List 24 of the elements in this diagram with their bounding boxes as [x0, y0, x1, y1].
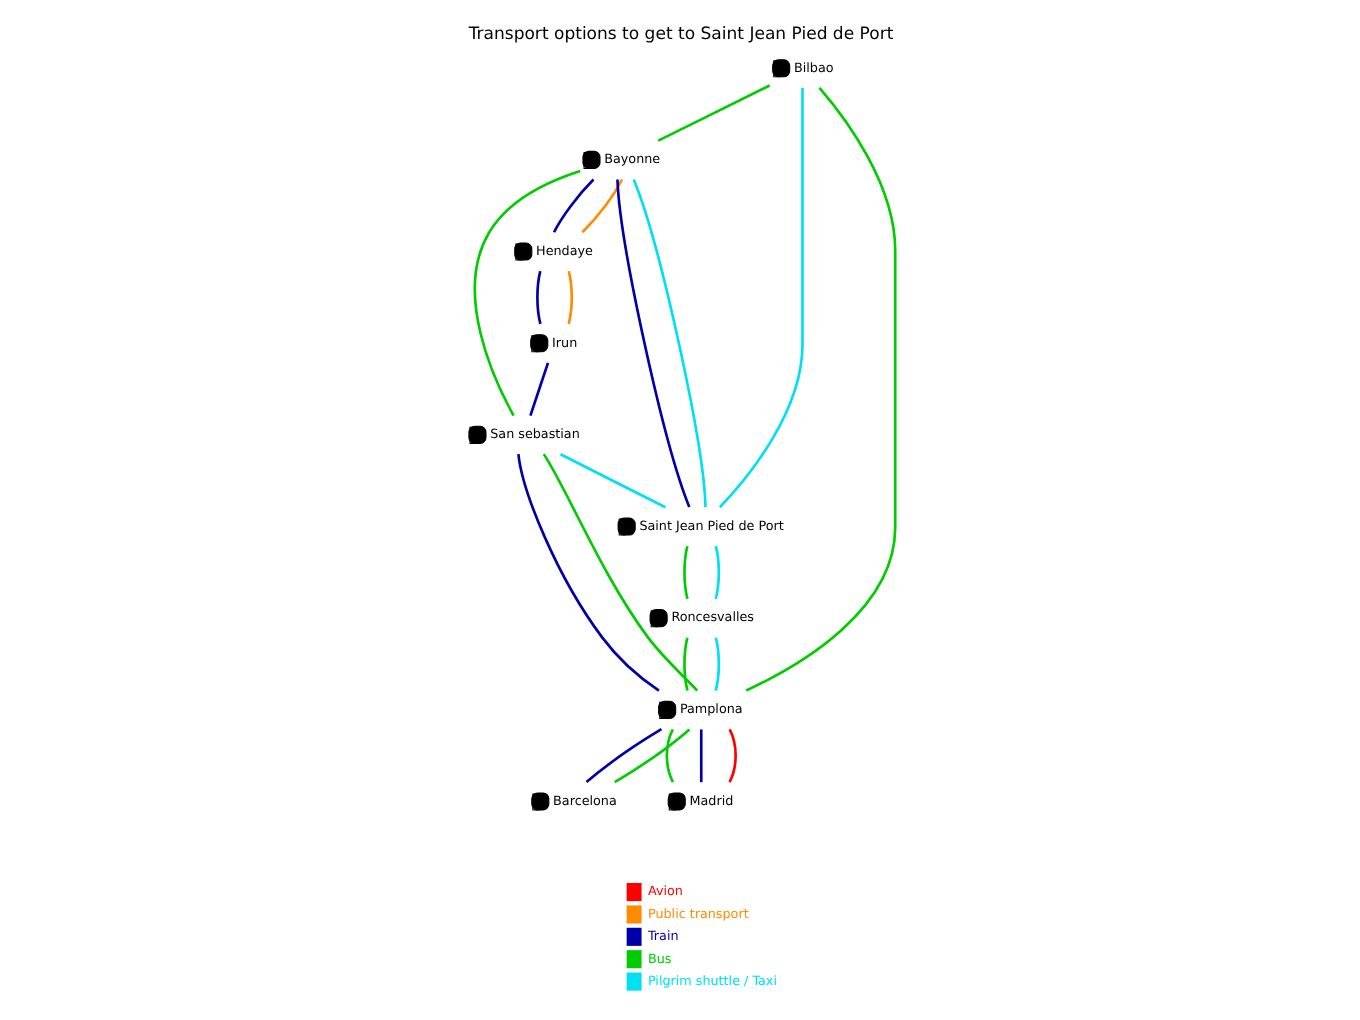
- connector: [631, 179, 706, 507]
- connector: [656, 84, 770, 142]
- connector: [615, 179, 690, 508]
- connector: [558, 453, 665, 509]
- connector: [727, 728, 736, 783]
- diagram-title: Transport options to get to Saint Jean Pied de Port: [467, 25, 893, 46]
- connector: [528, 362, 549, 416]
- connector: [580, 178, 623, 234]
- connector: [541, 453, 698, 692]
- connector: [566, 270, 573, 325]
- connector: [682, 545, 688, 600]
- connector: [535, 270, 541, 325]
- connector: [613, 728, 690, 784]
- connector: [664, 728, 674, 783]
- connector: [584, 728, 662, 784]
- connector: [516, 453, 659, 692]
- connector: [472, 169, 580, 417]
- connector: [717, 87, 803, 509]
- connector: [551, 178, 594, 233]
- connector: [682, 637, 688, 691]
- connector: [744, 86, 896, 692]
- connector: [698, 729, 702, 783]
- connector: [713, 545, 720, 600]
- connector: [713, 637, 720, 691]
